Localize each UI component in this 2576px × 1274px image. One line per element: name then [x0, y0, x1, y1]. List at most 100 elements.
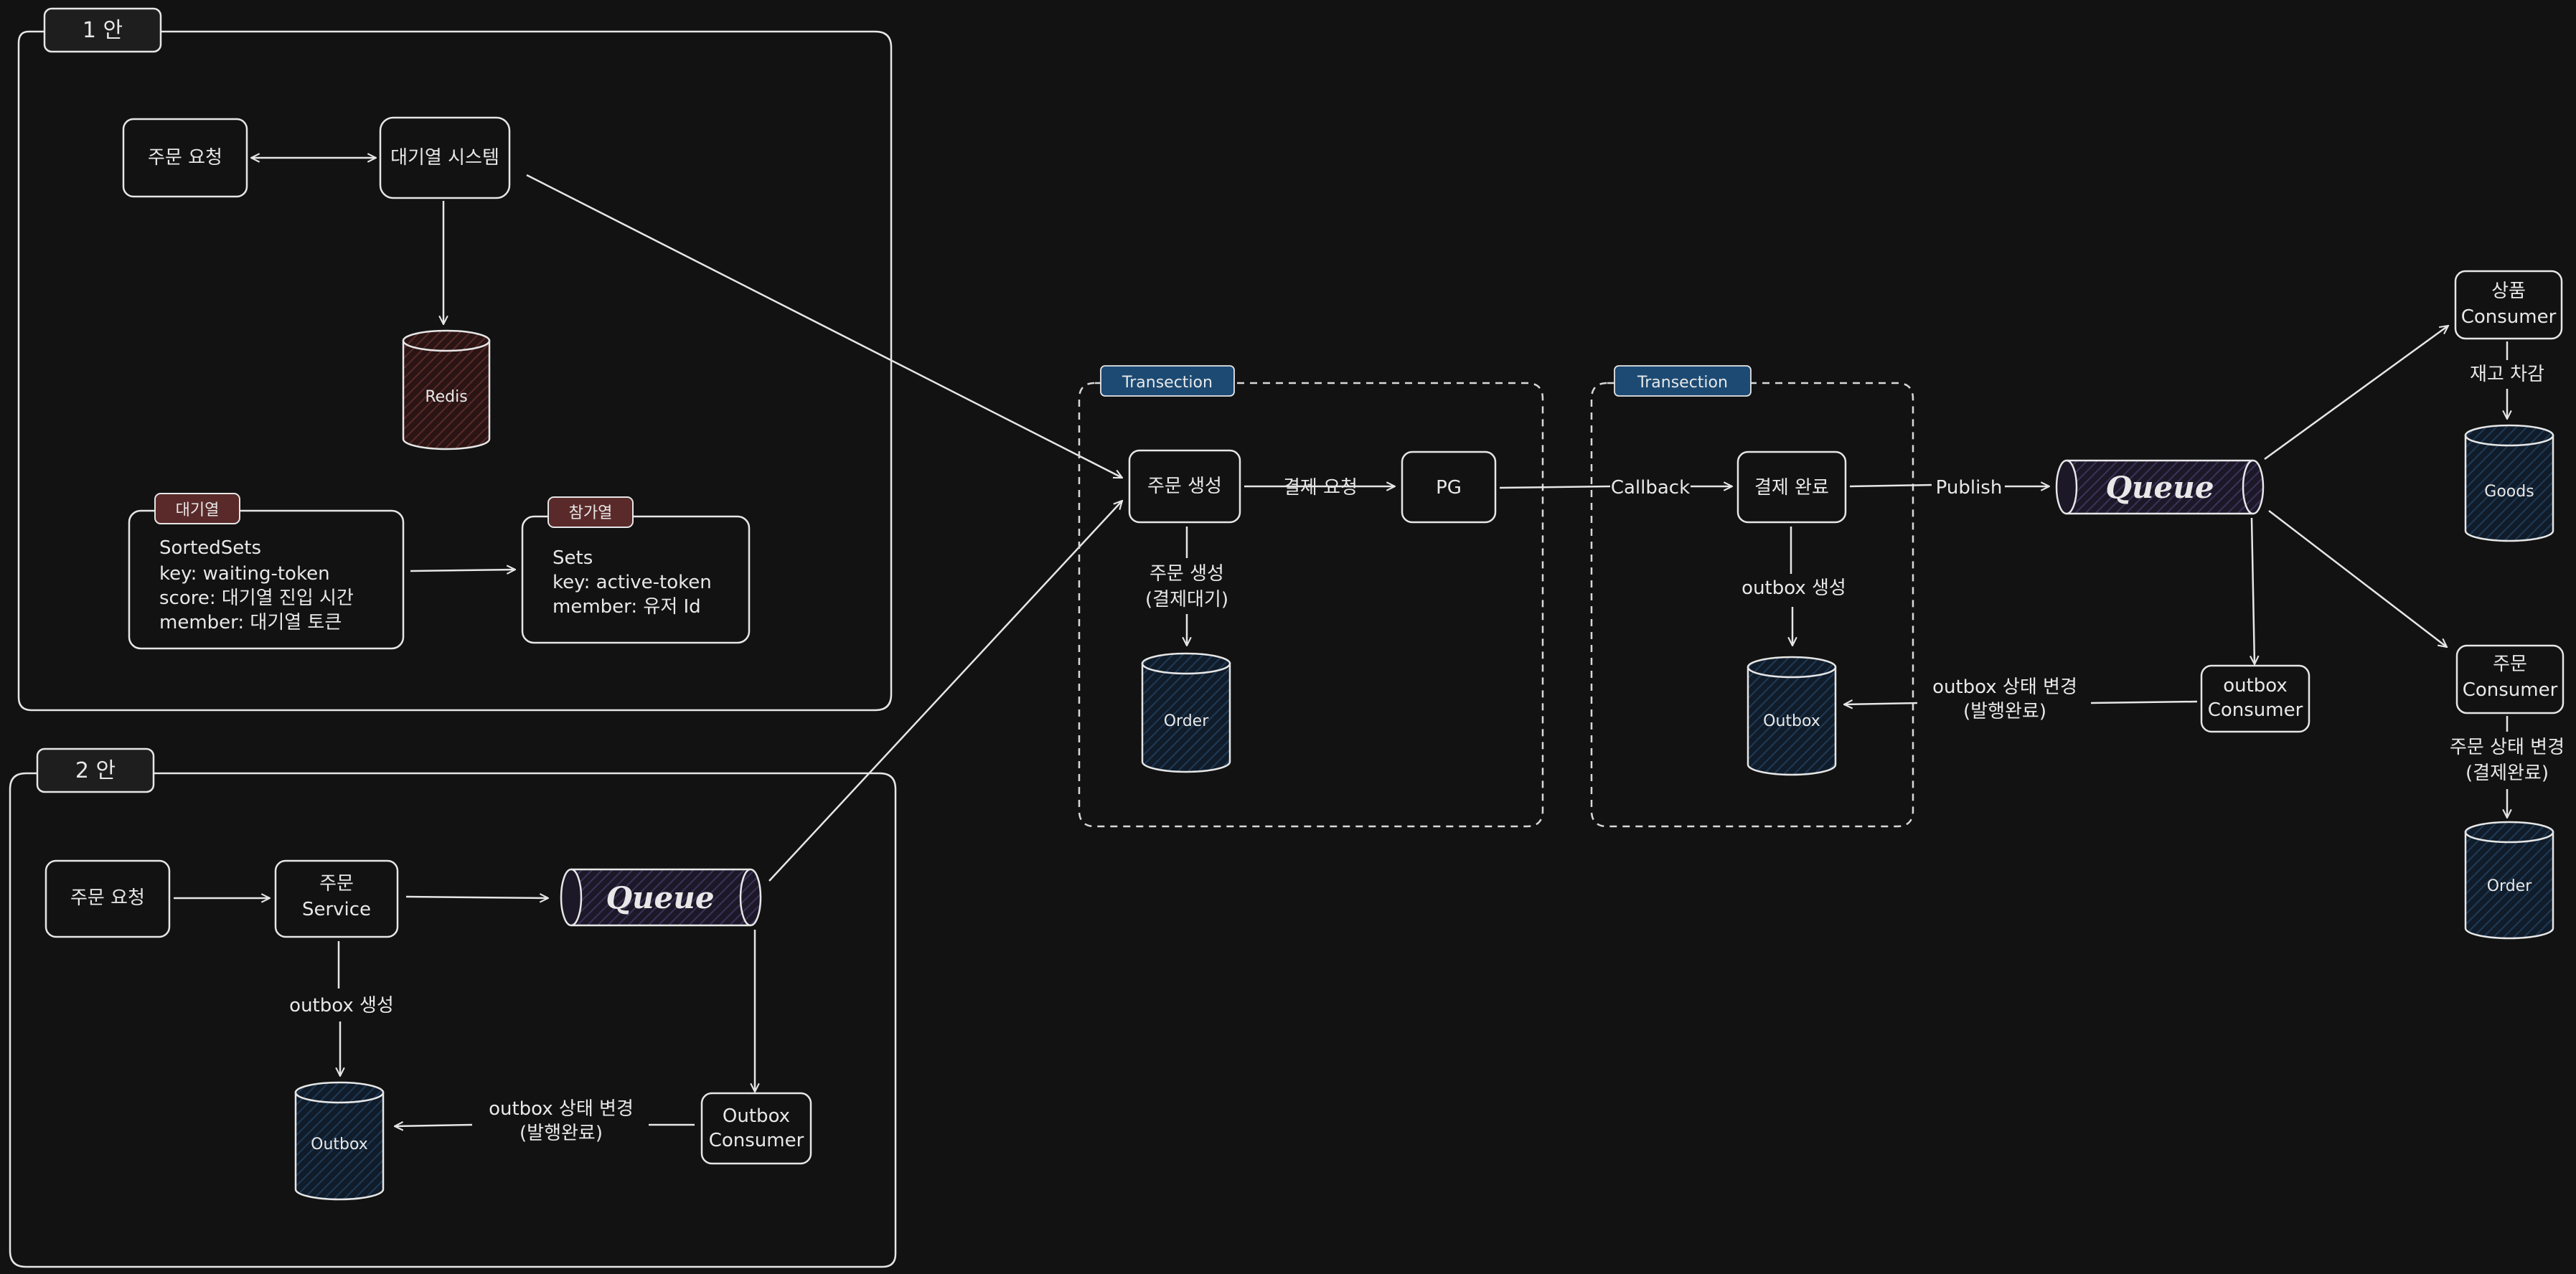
publish-label: Publish	[1936, 477, 2003, 499]
queue-2-to-order-create-arrow	[768, 501, 1122, 882]
option1-frame	[17, 30, 893, 712]
queue-1: Queue	[2055, 459, 2265, 515]
outbox-consumer-1-line2: Consumer	[2208, 699, 2303, 721]
order-consumer-line1: 주문	[2493, 653, 2527, 675]
payment-complete-label: 결제 완료	[1754, 477, 1829, 499]
stock-decrease-label: 재고 차감	[2470, 364, 2544, 385]
waiting-line-4: member: 대기열 토큰	[159, 612, 342, 633]
goods-db-label: Goods	[2484, 483, 2534, 501]
order-request-node[interactable]: 주문 요청	[122, 118, 248, 198]
pg-node[interactable]: PG	[1401, 450, 1497, 524]
queue-to-outbox-consumer-arrow	[2252, 517, 2255, 664]
order-request-label-2: 주문 요청	[70, 887, 145, 909]
order-service-line1: 주문	[319, 873, 354, 895]
outbox-consumer-1-line1: outbox	[2223, 675, 2288, 697]
callback-label: Callback	[1611, 477, 1690, 499]
option2-group: 2 안 주문 요청 주문 Service Queue outbox 생성	[9, 747, 897, 1268]
waiting-to-active-arrow	[410, 570, 515, 571]
outbox-consumer-node-2[interactable]: Outbox Consumer	[700, 1092, 812, 1165]
waiting-line-3: score: 대기열 진입 시간	[159, 588, 354, 609]
outbox-status-2-line2: (발행완료)	[520, 1123, 603, 1144]
redis-cylinder: Redis	[402, 329, 491, 450]
option1-title-badge: 1 안	[43, 7, 162, 53]
outbox-consumer-2-line1: Outbox	[723, 1105, 790, 1127]
goods-db: Goods	[2464, 424, 2554, 542]
queue-to-order-consumer-arrow	[2268, 510, 2447, 647]
waiting-line-2: key: waiting-token	[159, 563, 330, 585]
outbox-consumer-node-1[interactable]: outbox Consumer	[2200, 664, 2311, 733]
option1-title: 1 안	[83, 18, 123, 43]
active-line-3: member: 유저 Id	[553, 596, 701, 618]
order-db-2-label: Order	[2487, 877, 2532, 895]
queue-2-label: Queue	[606, 880, 714, 915]
waiting-system-node[interactable]: 대기열 시스템	[379, 116, 511, 199]
option2-title: 2 안	[75, 758, 116, 783]
goods-consumer-line1: 상품	[2491, 280, 2526, 302]
outbox-status-1-line2: (발행완료)	[1963, 701, 2046, 722]
right-section: Publish Queue outbox Consumer outbox 상태 …	[1844, 270, 2565, 940]
outbox-db-1: Outbox	[1747, 656, 1837, 776]
outbox-db-2-label: Outbox	[311, 1136, 368, 1153]
label-to-outbox-arrow-2	[395, 1125, 473, 1126]
pg-to-callback-line	[1499, 485, 1611, 489]
option2-title-badge: 2 안	[36, 747, 155, 793]
service-to-queue-arrow	[405, 897, 548, 898]
active-line-1: Sets	[553, 547, 593, 569]
pg-label: PG	[1436, 477, 1462, 499]
order-db-1-label: Order	[1164, 712, 1209, 730]
order-status-line2: (결제완료)	[2465, 763, 2549, 784]
queue-1-label: Queue	[2105, 470, 2214, 505]
order-request-label: 주문 요청	[148, 147, 222, 169]
order-service-line2: Service	[302, 899, 371, 920]
waiting-tag-label: 대기열	[176, 501, 220, 519]
order-db-2: Order	[2464, 821, 2554, 940]
outbox-db-2: Outbox	[294, 1081, 385, 1201]
order-waiting-line1: 주문 생성	[1150, 563, 1224, 585]
outbox-consumer-2-line2: Consumer	[709, 1130, 804, 1151]
order-waiting-line2: (결제대기)	[1145, 589, 1228, 610]
option2-frame	[9, 772, 897, 1268]
payment-to-publish-line	[1849, 483, 1932, 488]
order-create-label: 주문 생성	[1147, 476, 1222, 497]
option1-group: 1 안 주문 요청 대기열 시스템 Redis 대기열 SortedSets k…	[17, 7, 893, 712]
transaction1-frame	[1078, 382, 1544, 828]
queue-to-goods-consumer-arrow	[2264, 326, 2448, 461]
transaction2-tag-label: Transection	[1637, 374, 1728, 392]
queue-2: Queue	[560, 868, 762, 927]
goods-consumer-line2: Consumer	[2461, 306, 2557, 328]
transaction1-group: Transection 주문 생성 결제 요청 PG 주문 생성 (결제대기) …	[1078, 365, 1544, 828]
order-consumer-node[interactable]: 주문 Consumer	[2455, 644, 2565, 714]
outbox-consumer-to-label-line	[2090, 700, 2198, 704]
active-queue-card: 참가열 Sets key: active-token member: 유저 Id	[521, 496, 751, 644]
waiting-line-1: SortedSets	[159, 537, 261, 559]
transaction2-frame	[1590, 382, 1914, 828]
order-request-node-2[interactable]: 주문 요청	[44, 859, 171, 938]
redis-label: Redis	[425, 388, 467, 406]
label-to-outbox-arrow-1	[1844, 703, 1918, 704]
payment-request-label: 결제 요청	[1283, 477, 1358, 499]
outbox-create-label-2: outbox 생성	[289, 995, 394, 1016]
outbox-create-label-1: outbox 생성	[1741, 577, 1846, 599]
order-service-node[interactable]: 주문 Service	[274, 859, 399, 938]
payment-complete-node[interactable]: 결제 완료	[1736, 450, 1847, 524]
outbox-db-1-label: Outbox	[1763, 712, 1820, 730]
active-tag	[547, 496, 634, 528]
active-line-2: key: active-token	[553, 572, 712, 593]
transaction1-tag	[1100, 365, 1235, 397]
order-status-line1: 주문 상태 변경	[2450, 737, 2565, 758]
waiting-tag	[154, 493, 240, 524]
order-create-node[interactable]: 주문 생성	[1128, 449, 1241, 524]
outbox-status-2-line1: outbox 상태 변경	[489, 1098, 634, 1120]
transaction1-tag-label: Transection	[1122, 374, 1213, 392]
active-tag-label: 참가열	[569, 504, 613, 522]
waiting-system-to-order-create-arrow	[526, 174, 1122, 479]
order-consumer-line2: Consumer	[2463, 679, 2558, 701]
order-db-1: Order	[1141, 652, 1231, 773]
waiting-system-label: 대기열 시스템	[390, 147, 499, 169]
transaction2-group: Transection 결제 완료 outbox 생성 Outbox	[1590, 365, 1914, 828]
outbox-status-1-line1: outbox 상태 변경	[1932, 676, 2077, 698]
waiting-queue-card: 대기열 SortedSets key: waiting-token score:…	[128, 493, 405, 650]
transaction2-tag	[1614, 365, 1752, 397]
goods-consumer-node[interactable]: 상품 Consumer	[2454, 270, 2563, 340]
